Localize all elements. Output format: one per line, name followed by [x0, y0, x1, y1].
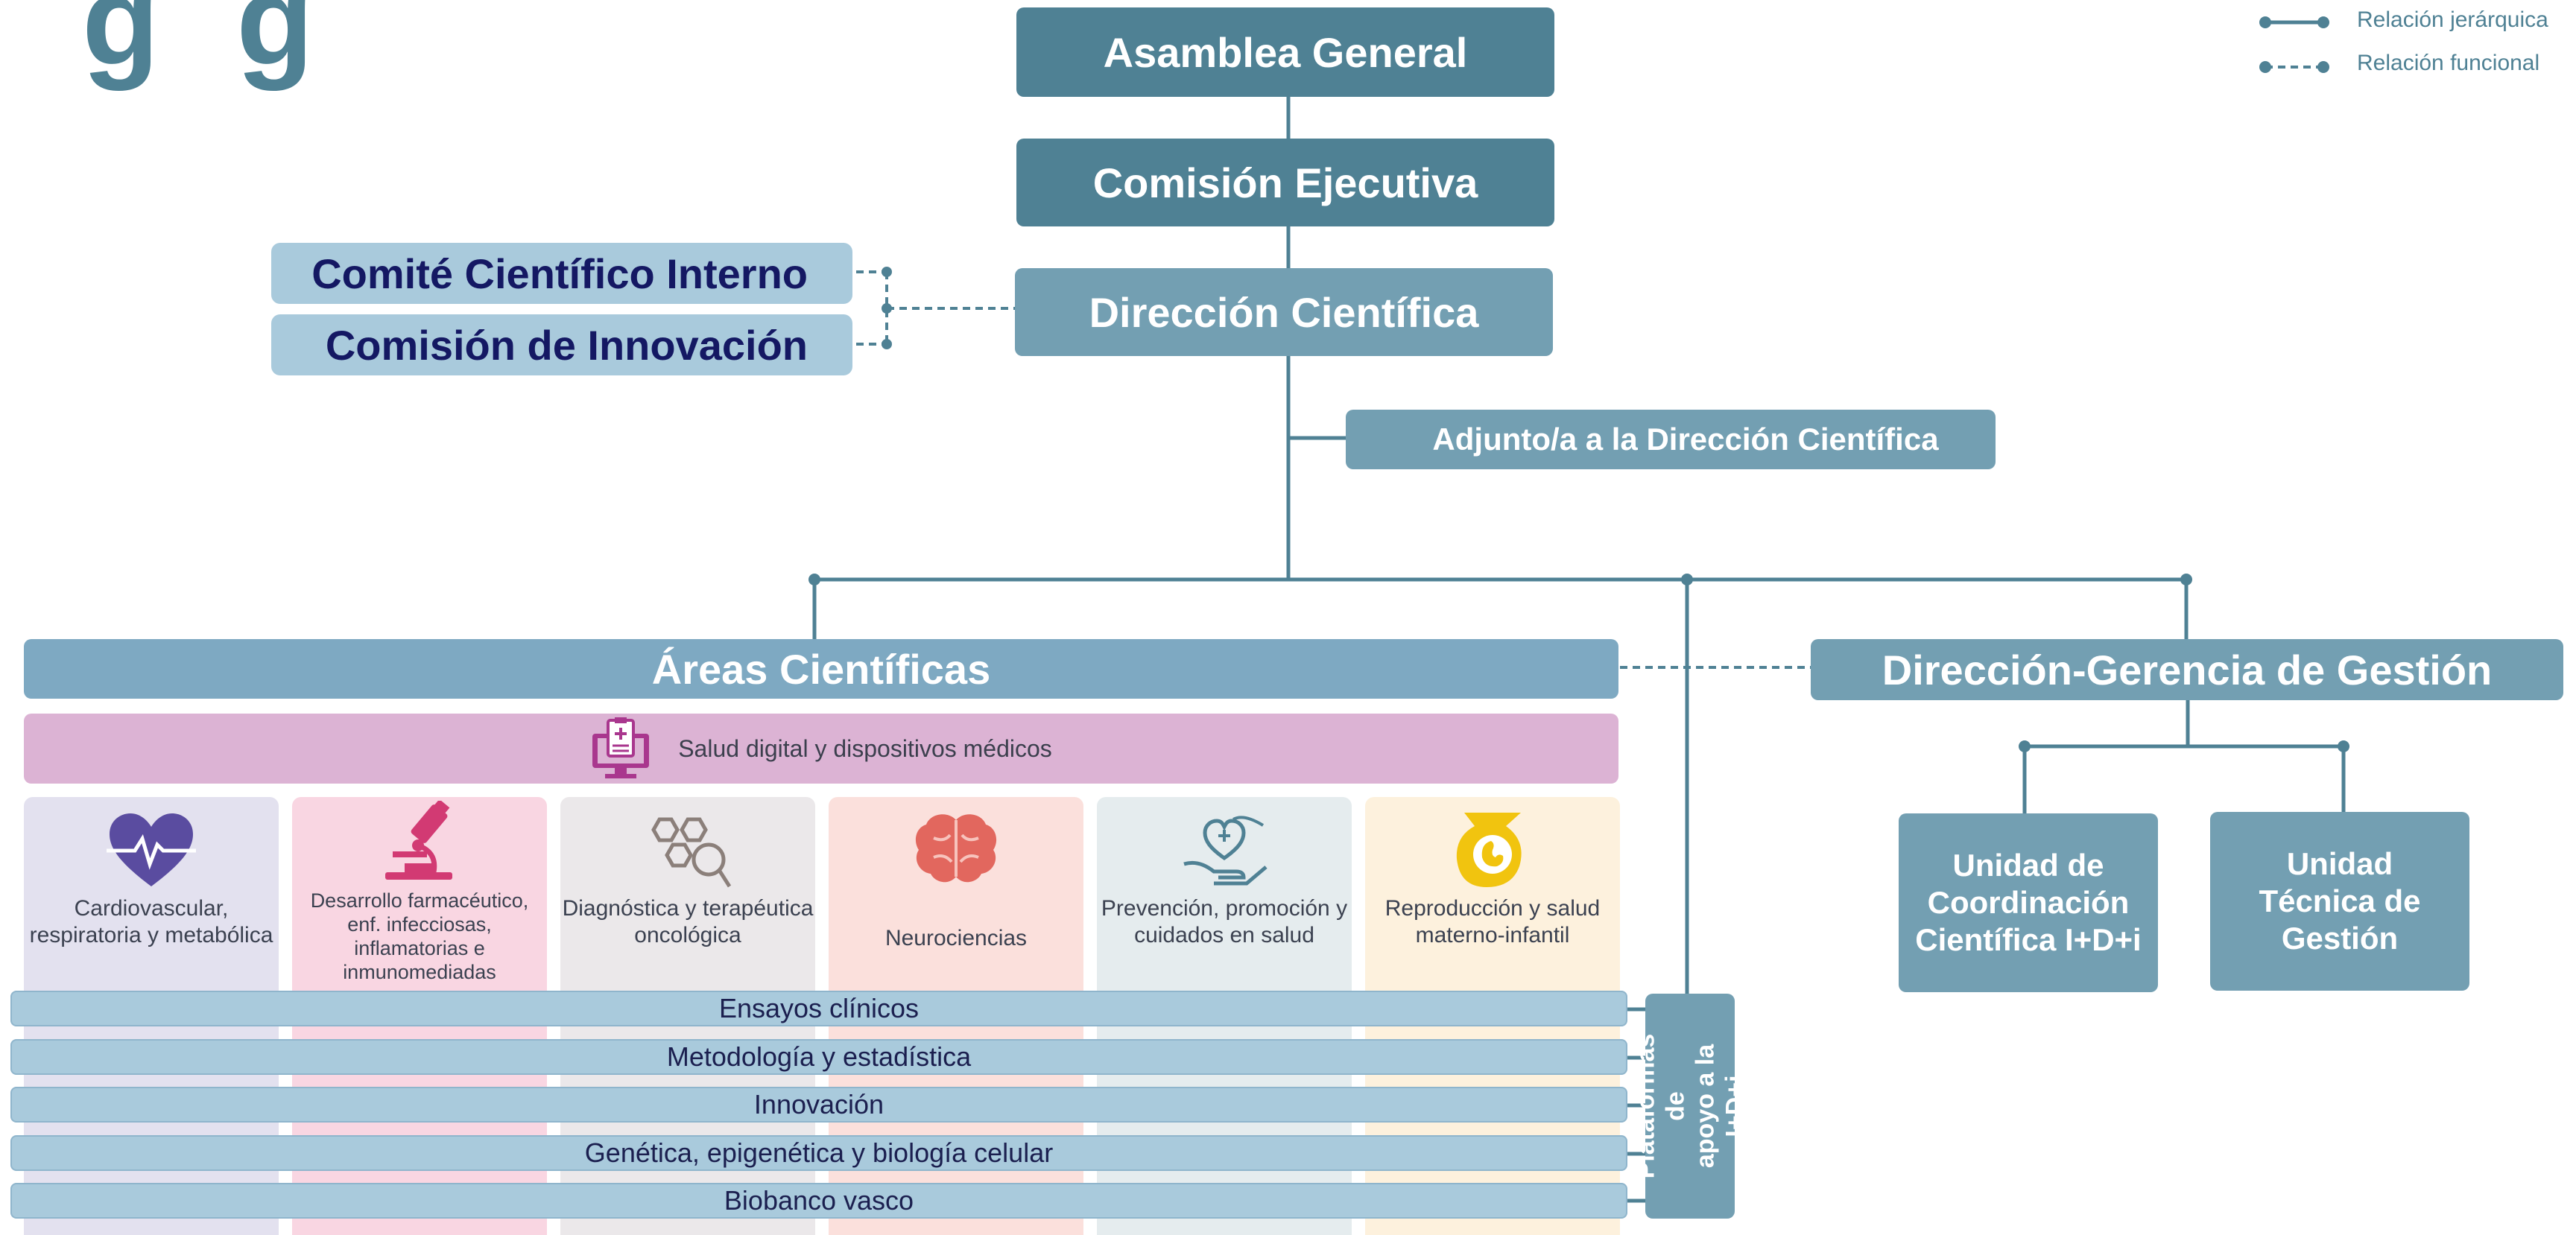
node-management-direction: Dirección-Gerencia de Gestión — [1811, 639, 2563, 700]
area-label-prevention: Prevención, promoción y cuidados en salu… — [1101, 896, 1348, 947]
legend-hierarchical: Relación jerárquica — [2357, 7, 2548, 32]
pregnancy-icon — [1456, 813, 1522, 887]
platform-innovation: Innovación — [10, 1087, 1627, 1123]
platform-genetics: Genética, epigenética y biología celular — [10, 1135, 1627, 1171]
microscope-icon — [385, 801, 452, 880]
area-label-neuroscience: Neurociencias — [884, 926, 1028, 950]
heart-icon — [107, 813, 196, 886]
digital-health-icon — [592, 717, 650, 778]
area-label-pharma: Desarrollo farmacéutico, enf. infecciosa… — [310, 889, 529, 983]
node-scientific-direction: Dirección Científica — [1015, 268, 1553, 356]
digital-health-band: Salud digital y dispositivos médicos — [24, 714, 1618, 784]
platform-methodology: Metodología y estadística — [10, 1039, 1627, 1075]
digital-health-label: Salud digital y dispositivos médicos — [678, 734, 1052, 762]
title-logo-fragment: g g — [82, 0, 335, 92]
platform-biobank: Biobanco vasco — [10, 1183, 1627, 1219]
node-scientific-coordination-unit: Unidad de Coordinación Científica I+D+i — [1899, 813, 2158, 992]
node-support-platforms: Plataformas de apoyo a la I+D+i — [1631, 994, 1749, 1219]
legend-functional: Relación funcional — [2357, 51, 2540, 75]
care-hands-icon — [1183, 816, 1268, 886]
brain-icon — [915, 814, 997, 883]
area-label-reproduction: Reproducción y salud materno-infantil — [1384, 896, 1601, 947]
area-label-oncology: Diagnóstica y terapéutica oncológica — [562, 896, 814, 947]
node-technical-management-unit: Unidad Técnica de Gestión — [2210, 812, 2469, 991]
node-deputy-scientific-direction: Adjunto/a a la Dirección Científica — [1346, 410, 1996, 469]
node-internal-scientific-committee: Comité Científico Interno — [271, 243, 852, 304]
platform-clinical-trials: Ensayos clínicos — [10, 991, 1627, 1026]
support-platforms-label: Plataformas de apoyo a la I+D+i — [1631, 1033, 1750, 1179]
molecules-icon — [651, 817, 732, 888]
node-general-assembly: Asamblea General — [1016, 7, 1554, 97]
node-executive-committee: Comisión Ejecutiva — [1016, 139, 1554, 226]
node-innovation-commission: Comisión de Innovación — [271, 314, 852, 375]
node-scientific-areas: Áreas Científicas — [24, 639, 1618, 699]
area-label-cardiovascular: Cardiovascular, respiratoria y metabólic… — [29, 896, 273, 947]
